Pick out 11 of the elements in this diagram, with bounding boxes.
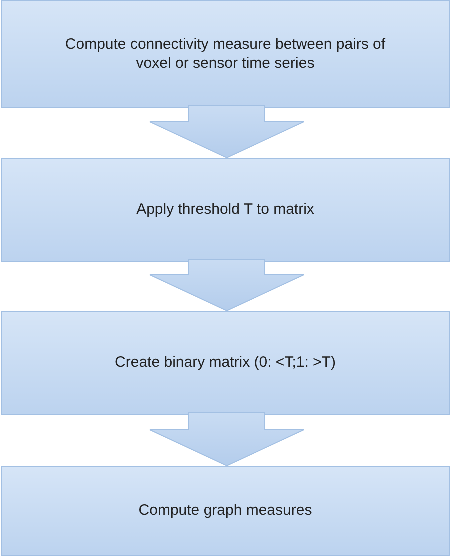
block-arrow: [150, 260, 304, 312]
process-box: [1, 311, 450, 415]
process-box: [1, 0, 450, 108]
step-text: Apply threshold T to matrix: [136, 200, 314, 220]
step-text: Create binary matrix (0: <T;1: >T): [115, 353, 336, 373]
block-arrow: [150, 106, 304, 159]
block-arrow: [150, 412, 304, 467]
process-box: [1, 466, 450, 556]
step-text: Compute connectivity measure between pairs of voxel or sensor time series: [64, 34, 387, 74]
step-text: Compute graph measures: [138, 501, 312, 521]
process-box: [1, 158, 450, 262]
